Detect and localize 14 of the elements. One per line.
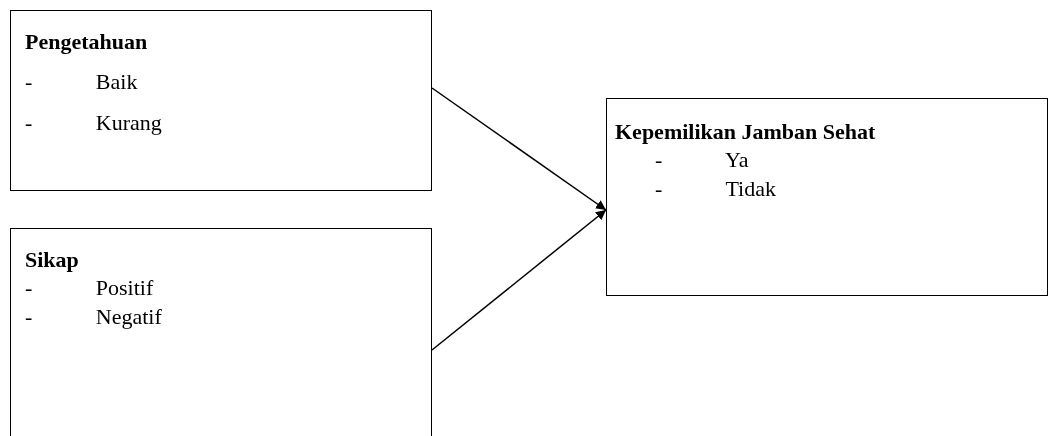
box-heading: Kepemilikan Jamban Sehat xyxy=(615,119,877,146)
list-item: - Positif xyxy=(25,275,155,302)
list-item: - Negatif xyxy=(25,303,163,331)
list-item: - Ya xyxy=(655,147,750,174)
box-heading: Pengetahuan xyxy=(25,29,149,56)
arrow xyxy=(431,87,607,211)
list-item: - Kurang xyxy=(25,109,163,137)
variable-box xyxy=(10,228,432,436)
list-item: - Baik xyxy=(25,69,139,96)
variable-box xyxy=(10,10,432,191)
list-item: - Tidak xyxy=(655,175,777,203)
variable-box xyxy=(606,98,1048,296)
arrow xyxy=(431,209,607,351)
box-heading: Sikap xyxy=(25,247,80,274)
